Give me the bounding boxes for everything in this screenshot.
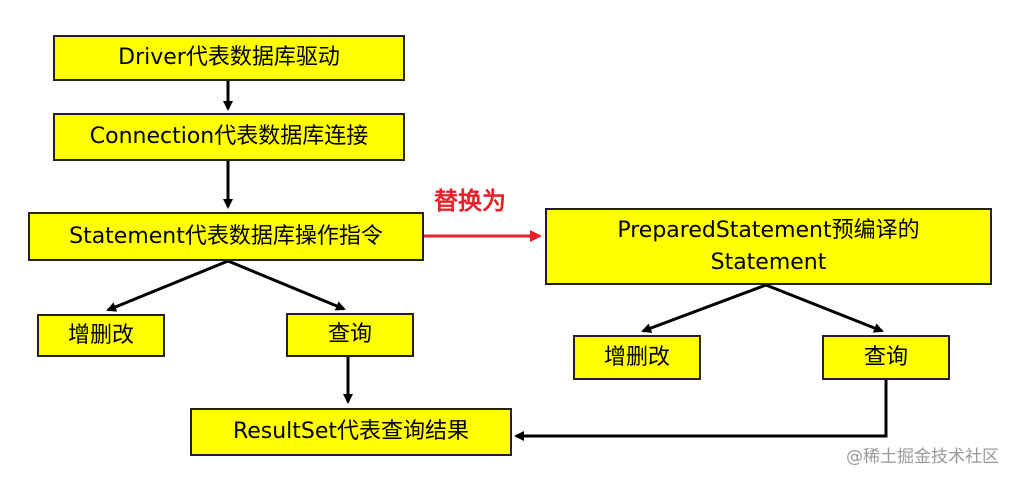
- arrow-right-query-to-resultset: [514, 380, 888, 441]
- node-left-query-label: 查询: [327, 322, 372, 347]
- node-statement: Statement代表数据库操作指令: [28, 212, 424, 261]
- arrow-statement-to-left-query: [227, 259, 346, 311]
- node-driver-label: Driver代表数据库驱动: [118, 45, 340, 70]
- node-prepared-statement-line2: Statement: [710, 249, 827, 275]
- node-resultset: ResultSet代表查询结果: [190, 408, 512, 456]
- node-connection-label: Connection代表数据库连接: [89, 124, 369, 149]
- node-left-query: 查询: [286, 313, 414, 357]
- arrow-prepared-to-right-query: [765, 283, 884, 333]
- node-left-update: 增删改: [37, 314, 165, 357]
- node-left-update-label: 增删改: [67, 322, 134, 348]
- arrow-prepared-to-right-update: [641, 283, 767, 333]
- node-driver: Driver代表数据库驱动: [53, 35, 405, 81]
- watermark: @稀土掘金技术社区: [846, 447, 999, 467]
- node-prepared-statement: PreparedStatement预编译的 Statement: [545, 208, 992, 285]
- node-statement-label: Statement代表数据库操作指令: [69, 223, 383, 249]
- node-prepared-statement-line1: PreparedStatement预编译的: [617, 217, 920, 243]
- node-right-update-label: 增删改: [603, 344, 670, 370]
- node-right-update: 增删改: [573, 335, 701, 380]
- node-right-query: 查询: [822, 335, 950, 380]
- arrow-statement-to-left-update: [106, 259, 229, 312]
- node-right-query-label: 查询: [863, 344, 908, 370]
- replace-with-label: 替换为: [434, 187, 506, 215]
- node-resultset-label: ResultSet代表查询结果: [232, 419, 470, 444]
- node-connection: Connection代表数据库连接: [53, 113, 405, 161]
